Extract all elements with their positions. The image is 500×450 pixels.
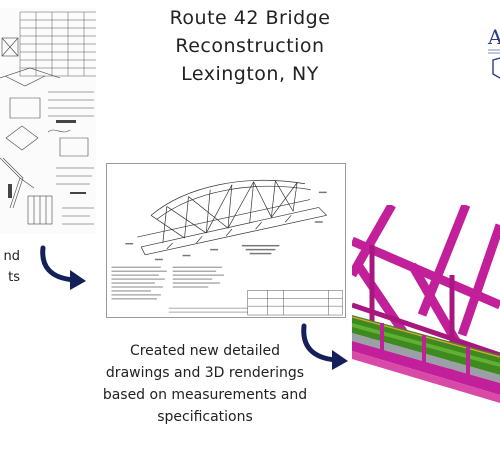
caption-line-1: Created new detailed: [129, 343, 281, 359]
caption-line-3: based on measurements and: [102, 387, 308, 403]
curved-arrow-icon: [40, 245, 86, 290]
company-logo: A: [487, 25, 500, 79]
new-drawing-image: [106, 163, 346, 318]
3d-rendering-image: [352, 205, 500, 403]
page-title: Route 42 Bridge Reconstruction Lexington…: [140, 4, 360, 88]
caption-line-4: specifications: [157, 409, 253, 425]
new-drawings-caption: Created new detailed drawings and 3D ren…: [95, 340, 315, 428]
curved-arrow-icon: [301, 323, 348, 370]
title-line-3: Lexington, NY: [181, 63, 319, 85]
left-caption-line-1: nd: [3, 249, 21, 264]
logo-letter: A: [487, 25, 500, 49]
caption-line-2: drawings and 3D renderings: [105, 365, 305, 381]
title-line-2: Reconstruction: [175, 35, 325, 57]
original-drawings-image: [0, 8, 96, 234]
left-caption-line-2: ts: [8, 270, 20, 285]
title-line-1: Route 42 Bridge: [169, 7, 331, 29]
original-drawings-caption: nd ts: [0, 246, 21, 288]
